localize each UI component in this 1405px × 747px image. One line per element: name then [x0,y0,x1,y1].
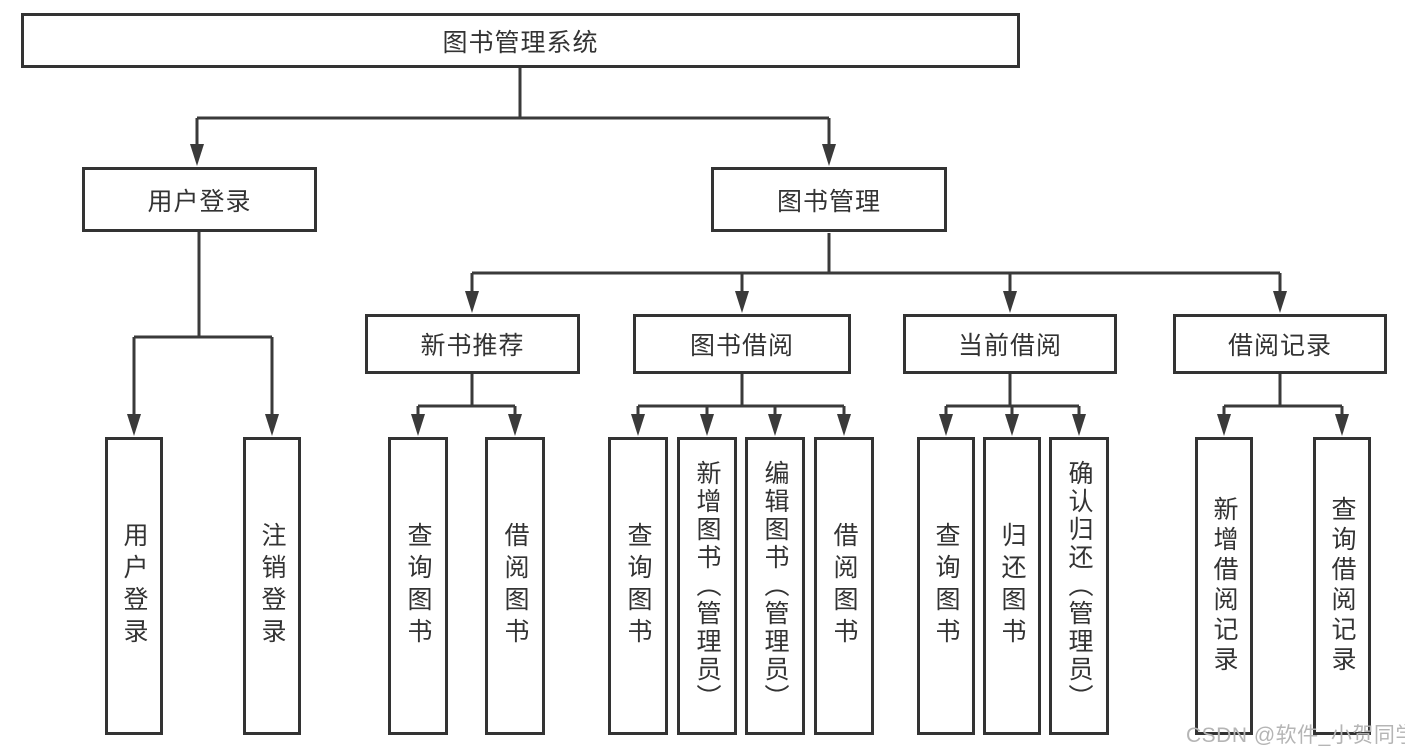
node-book-borrowing: 图书借阅 [633,314,851,374]
csdn-watermark: CSDN @软件_小贺同学 [1186,724,1405,747]
leaf-query-books-borrowing: 查询图书 [608,437,668,735]
leaf-return-books: 归还图书 [983,437,1041,735]
node-library-management-system: 图书管理系统 [21,13,1020,68]
node-borrowing-records: 借阅记录 [1173,314,1387,374]
connector-root-to-level2 [190,68,836,166]
connector-current-borrowing-branch [939,374,1086,436]
node-user-login: 用户登录 [82,167,317,232]
leaf-user-login: 用户登录 [105,437,163,735]
connector-book-borrowing-branch [631,374,851,436]
leaf-query-borrowing-record: 查询借阅记录 [1313,437,1371,735]
node-new-book-recommendation: 新书推荐 [365,314,580,374]
connector-borrowing-records-branch [1217,374,1349,436]
leaf-add-books-admin: 新增图书（管理员） [677,437,737,735]
connector-book-management-to-level3 [465,233,1287,313]
leaf-borrow-books: 借阅图书 [814,437,874,735]
leaf-add-borrowing-record: 新增借阅记录 [1195,437,1253,735]
leaf-edit-books-admin: 编辑图书（管理员） [745,437,805,735]
node-book-management: 图书管理 [711,167,947,232]
leaf-query-books-current: 查询图书 [917,437,975,735]
leaf-logout: 注销登录 [243,437,301,735]
leaf-confirm-return-admin: 确认归还（管理员） [1049,437,1109,735]
connector-user-login-branch [127,232,279,436]
leaf-query-books-recommend: 查询图书 [388,437,448,735]
leaf-borrow-books-recommend: 借阅图书 [485,437,545,735]
connector-new-book-rec-branch [411,374,522,436]
node-current-borrowing: 当前借阅 [903,314,1117,374]
